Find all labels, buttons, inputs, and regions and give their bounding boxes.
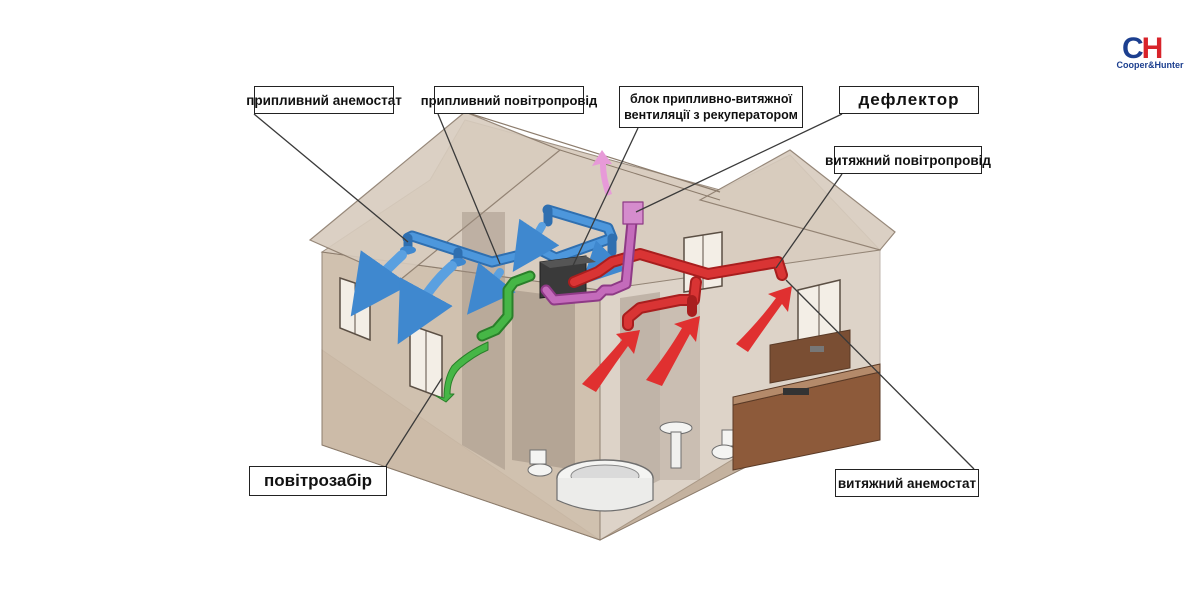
partition-2 [512, 290, 575, 470]
label-exhaust-anemostat: витяжний анемостат [835, 469, 979, 497]
callout-lines [253, 113, 975, 470]
toilet-1 [527, 449, 553, 477]
window-front [409, 323, 443, 400]
kitchen-counter [732, 329, 881, 471]
discharge-duct [540, 150, 644, 306]
brand-logo: CH Cooper&Hunter [1104, 34, 1196, 74]
exhaust-airflow-arrows [582, 286, 792, 392]
window-back [683, 231, 723, 293]
label-supply-anemostat: припливний анемостат [246, 86, 402, 114]
logo-mark-h: H [1141, 32, 1164, 65]
deflector-outflow-arrow [592, 150, 612, 196]
label-exhaust-duct: витяжний повітропровід [825, 146, 991, 174]
label-air-intake: повітрозабір [249, 466, 387, 496]
bathtub [556, 459, 654, 512]
label-ventilation-unit: блок припливно-витяжної вентиляції з рек… [619, 86, 803, 128]
label-ventilation-unit-line2: вентиляції з рекуператором [624, 108, 798, 122]
logo-text: Cooper&Hunter [1116, 60, 1184, 70]
air-intake-arrow [435, 341, 489, 403]
sink [659, 421, 693, 469]
label-ventilation-unit-line1: блок припливно-витяжної [630, 92, 792, 106]
deflector-box [622, 201, 644, 225]
air-intake-duct [435, 270, 536, 403]
label-supply-duct: припливний повітропровід [421, 86, 597, 114]
label-deflector: дефлектор [839, 86, 979, 114]
logo-mark-c: C [1122, 32, 1144, 65]
roof-gable-right [698, 149, 896, 251]
logo-mark: CH [1122, 32, 1164, 65]
exhaust-duct-network [568, 248, 788, 331]
